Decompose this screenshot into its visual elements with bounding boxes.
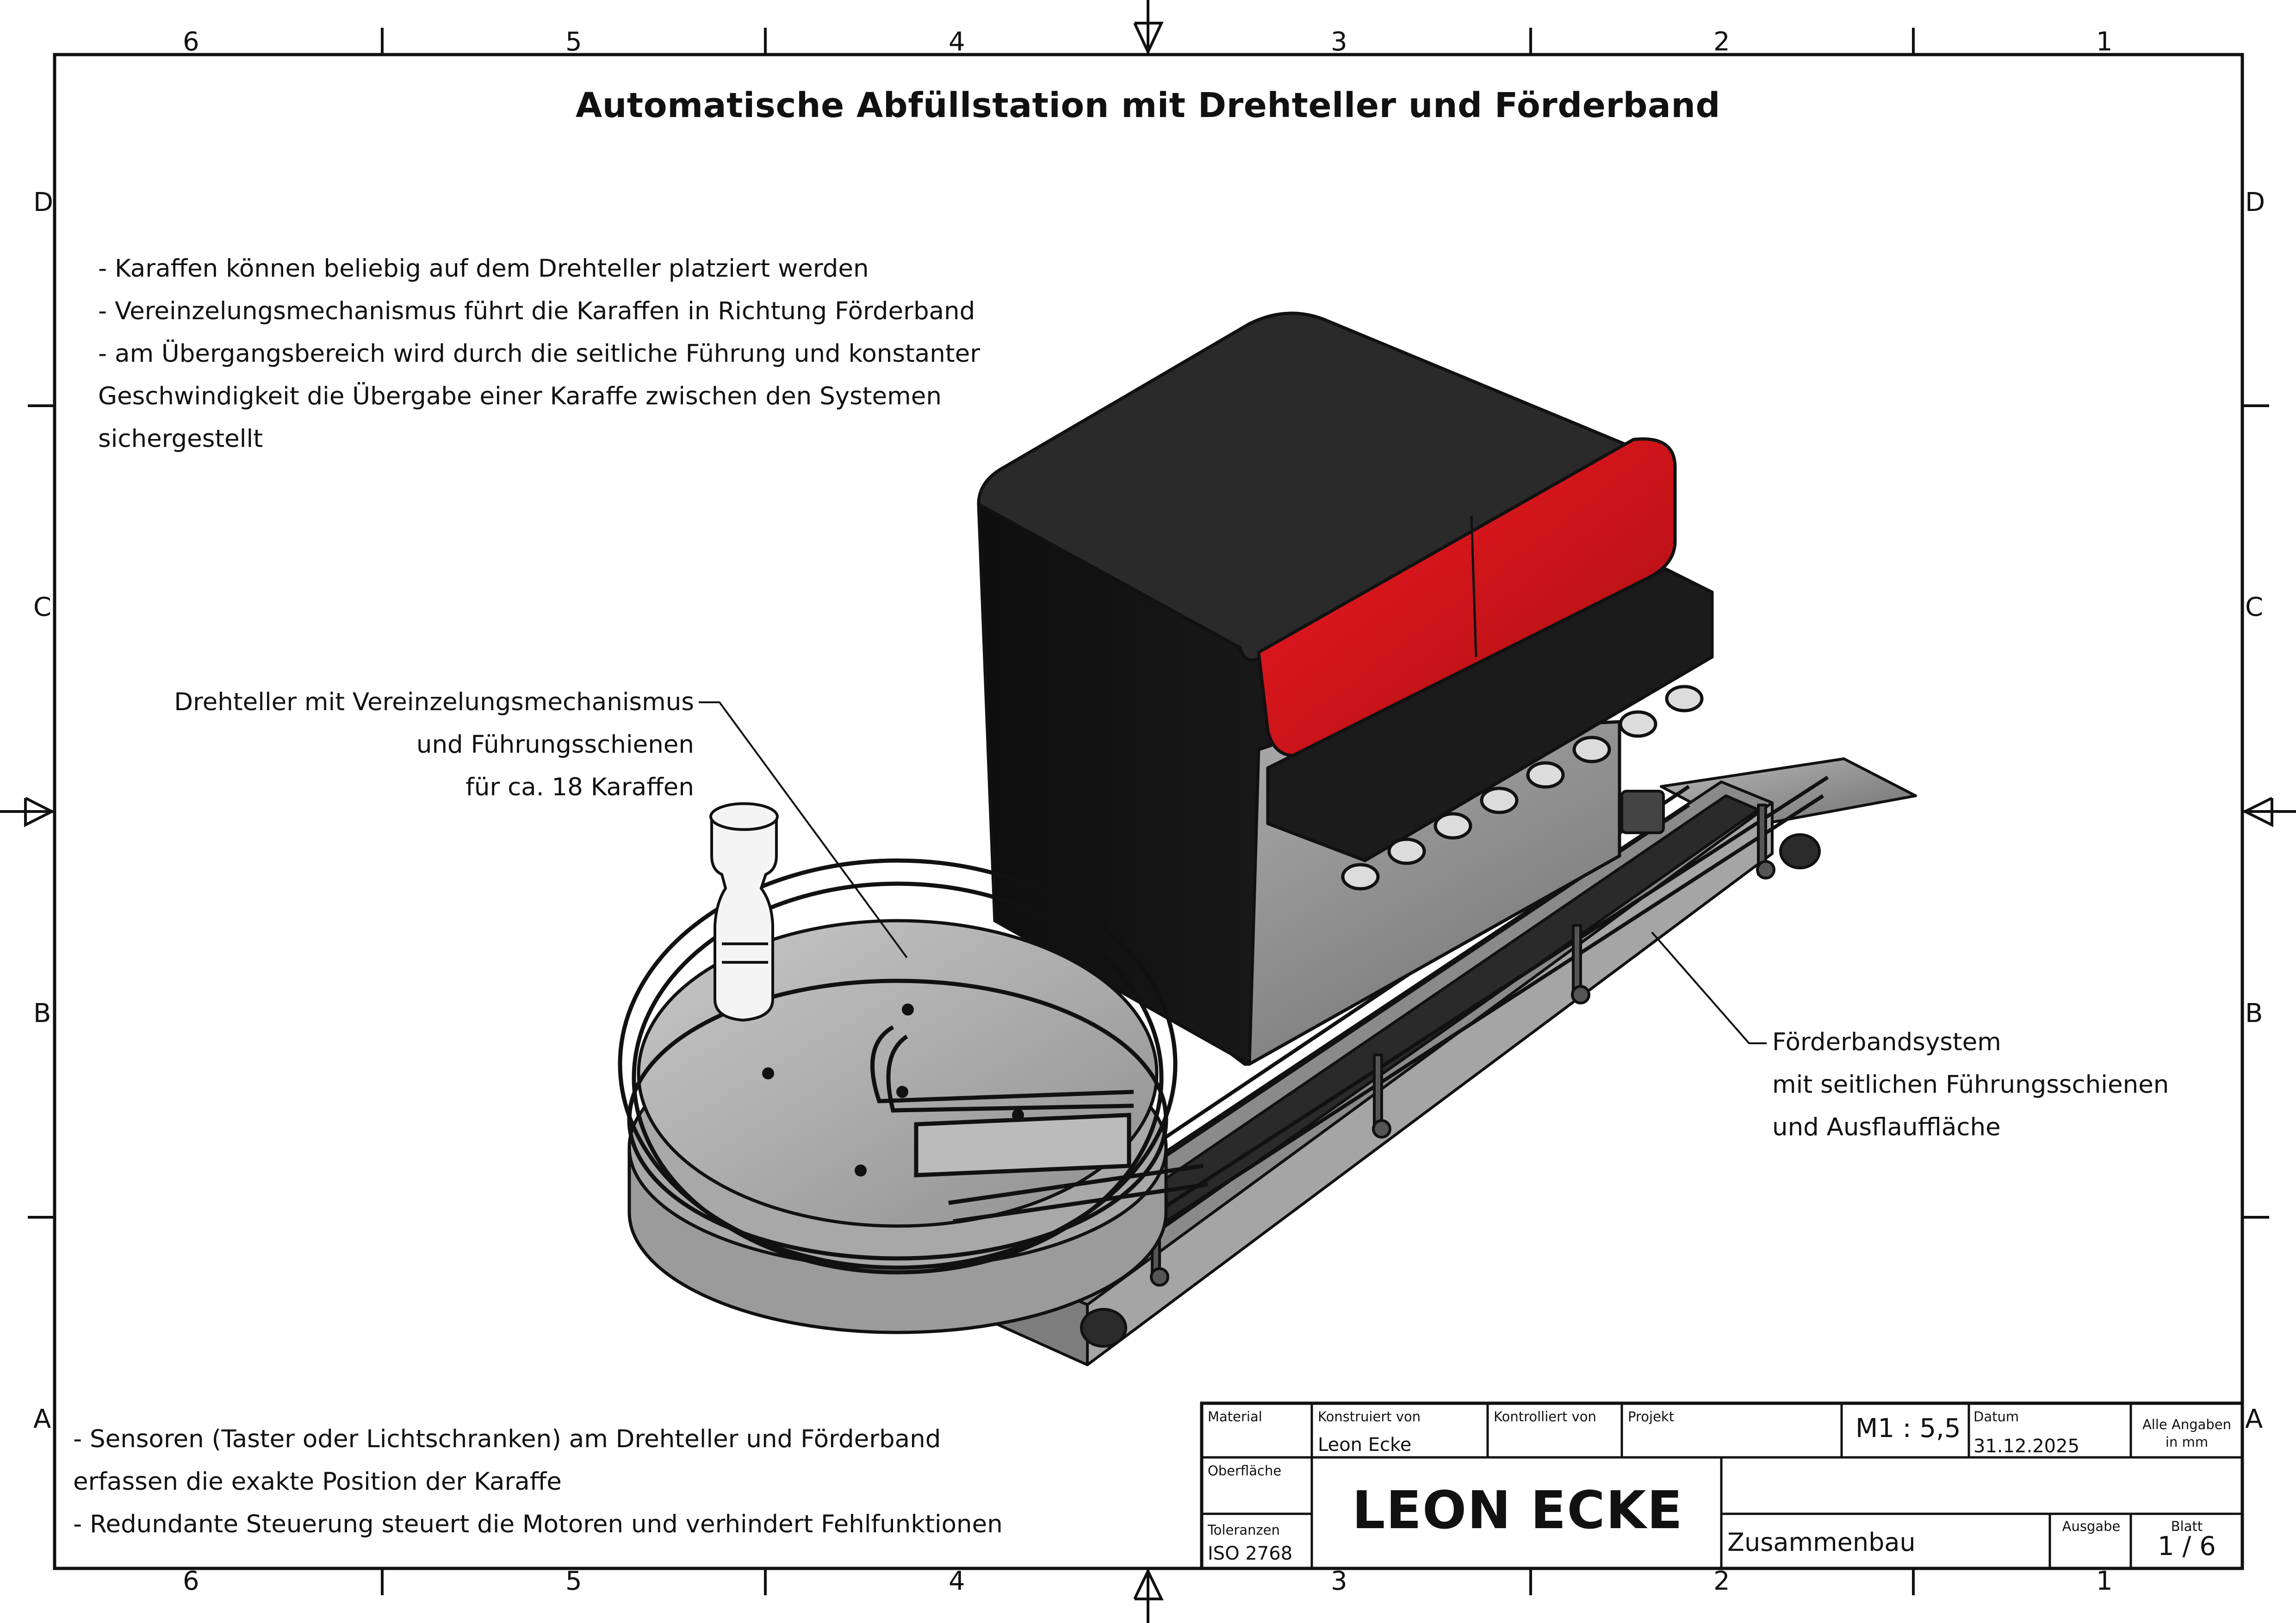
toleranzen-value: ISO 2768 [1208,1543,1293,1564]
konstruiert-value: Leon Ecke [1318,1434,1412,1456]
zone-col-2-bottom: 2 [1713,1566,1730,1596]
note-line: - am Übergangsbereich wird durch die sei… [98,340,980,368]
note-line: - Vereinzelungsmechanismus führt die Kar… [98,297,975,325]
note-line: - Redundante Steuerung steuert die Motor… [73,1510,1003,1538]
toleranzen-label: Toleranzen [1208,1522,1280,1538]
zone-col-3-bottom: 3 [1331,1566,1347,1596]
filling-machine [977,311,1714,1066]
callout-line: für ca. 18 Karaffen [465,773,694,801]
carafe [709,802,779,1022]
scale: M1 : 5,5 [1855,1413,1961,1443]
leader-lines [699,701,1767,1044]
zone-row-b-right: B [2245,998,2263,1028]
note-line: - Karaffen können beliebig auf dem Dreht… [98,254,869,283]
ausgabe-label: Ausgabe [2062,1518,2121,1534]
zone-col-4: 4 [949,27,965,57]
blatt-label: Blatt [2171,1518,2203,1534]
datum-value: 31.12.2025 [1973,1436,2080,1457]
callout-turntable: Drehteller mit Vereinzelungsmechanismus … [139,681,694,809]
units-note-2: in mm [2165,1434,2209,1450]
oberflaeche-label: Oberfläche [1208,1463,1282,1479]
note-line: erfassen die exakte Position der Karaffe [73,1468,562,1496]
zone-row-c-right: C [2245,592,2264,622]
konstruiert-label: Konstruiert von [1318,1409,1421,1425]
zone-col-6: 6 [183,27,199,57]
conveyor-system [993,757,1917,1366]
zone-row-b: B [33,998,51,1028]
note-line: sichergestellt [98,425,263,453]
material-label: Material [1208,1409,1262,1425]
notes-top: - Karaffen können beliebig auf dem Dreht… [98,248,980,460]
zone-col-3: 3 [1331,27,1347,57]
callout-line: und Ausflauffläche [1772,1113,2001,1141]
notes-bottom: - Sensoren (Taster oder Lichtschranken) … [73,1418,1003,1546]
blatt-value: 1 / 6 [2158,1531,2216,1561]
drawing-title: Automatische Abfüllstation mit Drehtelle… [575,86,1721,125]
note-line: Geschwindigkeit die Übergabe einer Karaf… [98,382,942,410]
units-note-1: Alle Angaben [2142,1417,2232,1432]
zone-col-6-bottom: 6 [183,1566,199,1596]
kontrolliert-label: Kontrolliert von [1494,1409,1596,1425]
zone-col-1-bottom: 1 [2096,1566,2113,1596]
turntable [618,858,1208,1334]
callout-conveyor: Förderbandsystem mit seitlichen Führungs… [1772,1021,2169,1149]
zone-col-1: 1 [2096,27,2113,57]
part-name: Zusammenbau [1727,1528,1916,1557]
zone-row-a: A [33,1404,51,1434]
title-block-grid [1200,1401,2244,1570]
zone-row-c: C [33,592,52,622]
datum-label: Datum [1973,1409,2019,1425]
projekt-label: Projekt [1628,1409,1675,1425]
zone-col-4-bottom: 4 [949,1566,965,1596]
zone-ticks [28,28,2269,1595]
zone-row-d-right: D [2245,187,2265,217]
note-line: - Sensoren (Taster oder Lichtschranken) … [73,1425,941,1453]
callout-line: Drehteller mit Vereinzelungsmechanismus [174,688,694,716]
callout-line: mit seitlichen Führungsschienen [1772,1071,2169,1099]
company-name: LEON ECKE [1352,1481,1683,1541]
zone-row-a-right: A [2245,1404,2263,1434]
callout-line: Förderbandsystem [1772,1028,2001,1056]
zone-col-2: 2 [1713,27,1730,57]
zone-row-d: D [33,187,54,217]
zone-col-5: 5 [565,27,582,57]
callout-line: und Führungsschienen [416,731,694,759]
zone-col-5-bottom: 5 [565,1566,582,1596]
